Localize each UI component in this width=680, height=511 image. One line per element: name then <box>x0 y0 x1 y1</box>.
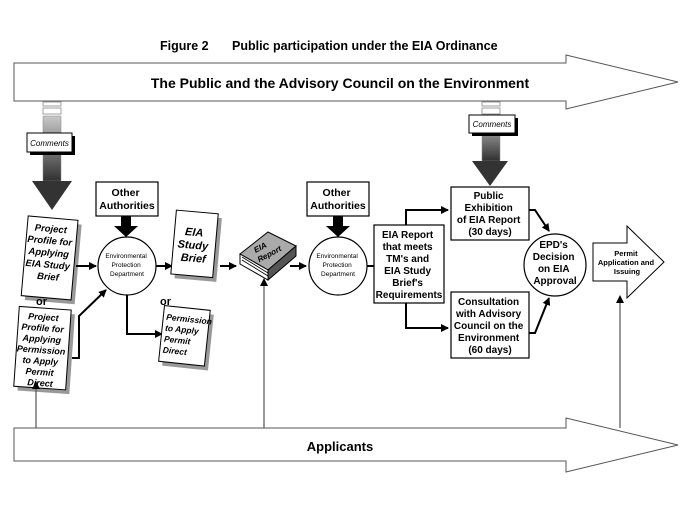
pp2-line: Project <box>28 311 60 323</box>
pp2-line: Permission <box>17 343 67 356</box>
connector <box>72 289 107 359</box>
project-profile-permission-direct: Project Profile for Applying Permission … <box>13 305 75 395</box>
svg-text:Other Authorities: Other Authorities <box>99 187 155 212</box>
svg-text:Project Profile for: Project Profile for Applying Permission … <box>14 310 70 389</box>
pp1-line: EIA Study <box>25 258 71 273</box>
comments-arrow-right: Comments <box>468 101 518 186</box>
pp2-line: Applying <box>21 333 62 346</box>
svg-text:Permission to Apply: Permission to Apply Permit Direct <box>162 312 214 360</box>
or-label-left: or <box>36 296 48 308</box>
connector <box>126 295 163 338</box>
eia-report-book: EIA Report <box>239 231 297 282</box>
svg-text:EIA Report that meets: EIA Report that meets TM's and EIA Study… <box>376 230 443 301</box>
pp1-line: Profile for <box>27 234 74 249</box>
svg-text:Consultation with Adviso: Consultation with Advisory Council on th… <box>454 297 526 356</box>
svg-text:EIA Study Brief: EIA Study Brief <box>176 225 213 266</box>
other-authorities-box-1: Other Authorities <box>95 181 159 237</box>
svg-text:Project Profile for: Project Profile for Applying EIA Study B… <box>24 222 76 285</box>
epd-circle-2: Environmental Protection Department <box>308 236 368 296</box>
pp1-line: Project <box>34 223 68 237</box>
svg-text:Environmental Protection: Environmental Protection Department <box>316 253 359 278</box>
permission-direct-doc: Permission to Apply Permit Direct <box>158 305 214 371</box>
svg-text:EPD's Decision on: EPD's Decision on EIA Approval <box>533 240 577 287</box>
consultation-box: Consultation with Advisory Council on th… <box>450 291 530 359</box>
comments-label-left: Comments <box>30 139 69 148</box>
svg-text:Other Authorities: Other Authorities <box>310 187 366 212</box>
pp2-line: Permit <box>25 366 55 378</box>
svg-text:Environmental Protection: Environmental Protection Department <box>105 253 148 278</box>
epd-decision-circle: EPD's Decision on EIA Approval <box>523 233 587 297</box>
public-arrow: The Public and the Advisory Council on t… <box>13 54 679 110</box>
figure-title: Public participation under the EIA Ordin… <box>232 39 498 53</box>
figure-number: Figure 2 <box>160 39 209 53</box>
connector <box>405 303 449 332</box>
connector <box>405 206 449 225</box>
epd-circle-1: Environmental Protection Department <box>97 236 157 296</box>
pp2-line: Profile for <box>21 322 65 335</box>
pp1-line: Brief <box>37 271 60 284</box>
pp2-line: Direct <box>27 377 54 389</box>
applicants-arrow-label: Applicants <box>307 439 373 454</box>
eia-study-brief-doc: EIA Study Brief <box>170 209 222 282</box>
svg-text:Public Exhibition: Public Exhibition of EIA Report (30 days… <box>457 191 523 238</box>
project-profile-eia-study-brief: Project Profile for Applying EIA Study B… <box>20 215 82 305</box>
applicants-arrow: Applicants <box>13 417 679 473</box>
comments-label-right: Comments <box>473 120 512 129</box>
other-authorities-box-2: Other Authorities <box>306 181 370 237</box>
pp2-line: to Apply <box>22 355 59 368</box>
permit-arrow: Permit Application and Issuing <box>592 224 665 300</box>
comments-arrow-left: Comments <box>26 101 75 210</box>
or-label-middle: or <box>160 296 172 308</box>
public-exhibition-box: Public Exhibition of EIA Report (30 days… <box>450 186 530 241</box>
eia-report-meets-box: EIA Report that meets TM's and EIA Study… <box>373 224 445 304</box>
connector <box>529 297 551 334</box>
connector <box>529 209 550 232</box>
svg-text:Permit Application and: Permit Application and Issuing <box>598 249 656 276</box>
pp1-line: Applying <box>27 246 70 261</box>
public-arrow-label: The Public and the Advisory Council on t… <box>151 75 530 91</box>
